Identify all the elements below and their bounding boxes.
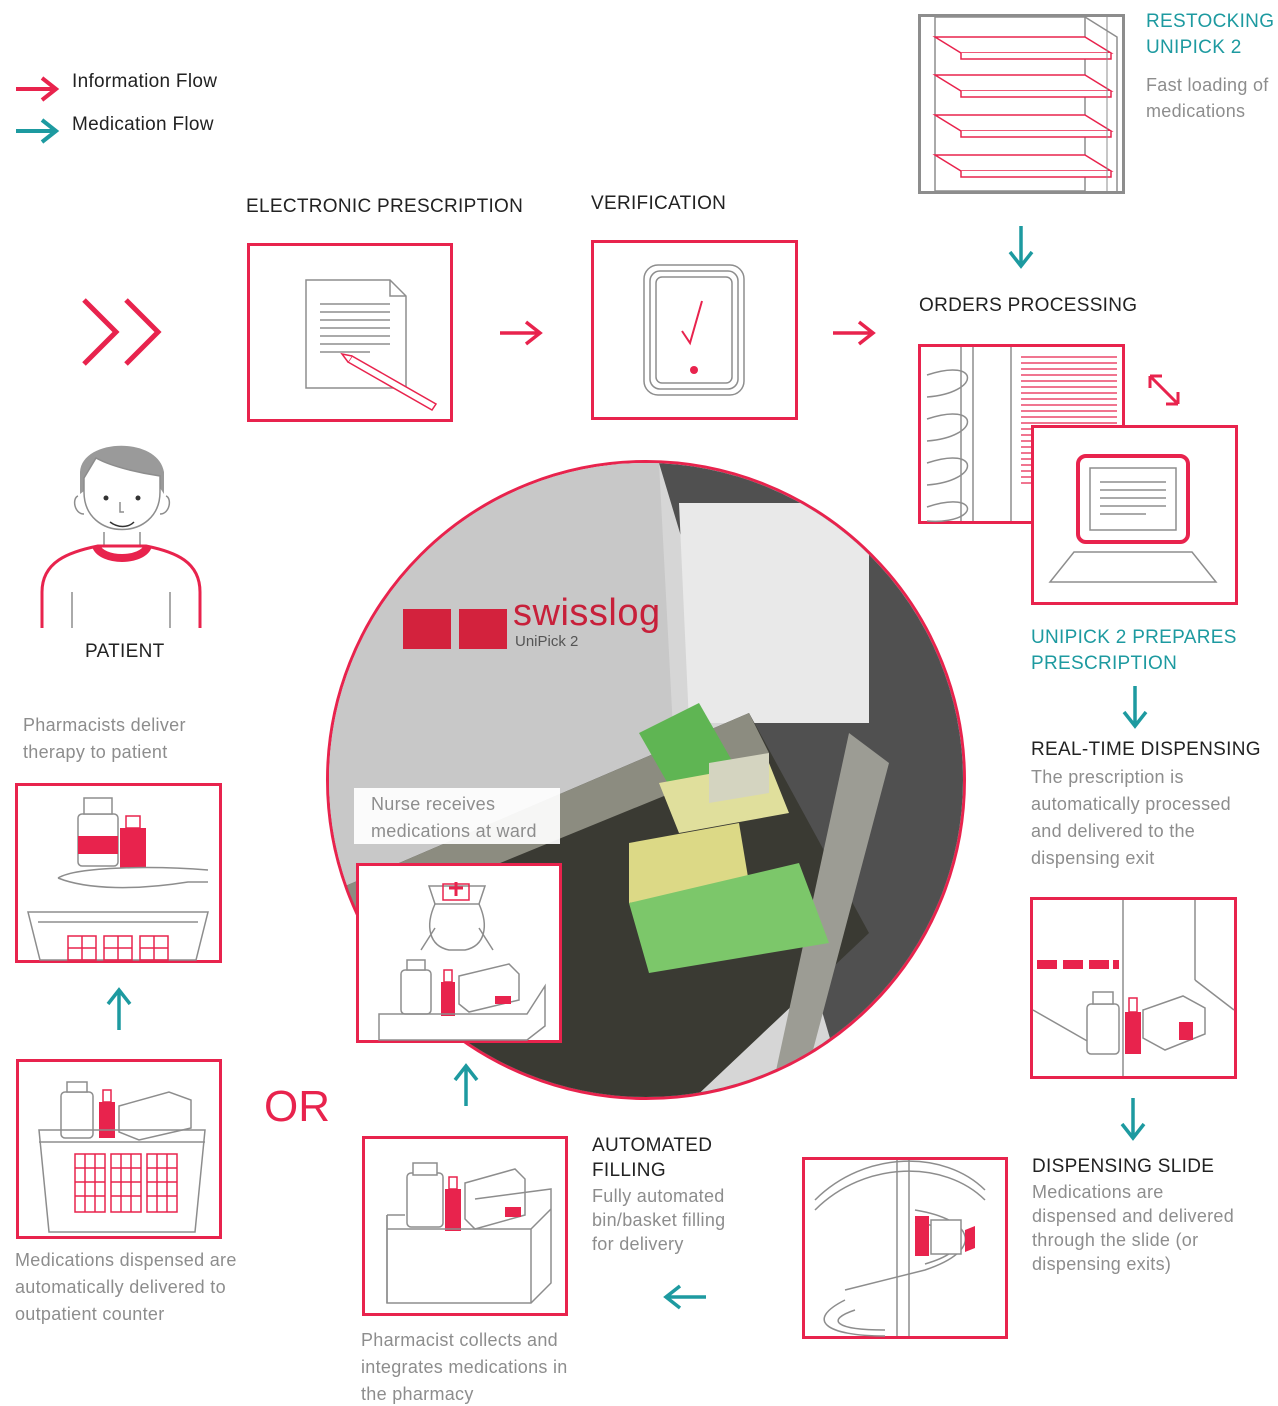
restocking-box [918,14,1125,194]
hand-with-basket-icon [27,797,209,961]
patient-title: PATIENT [85,641,165,662]
pharmacist-collects-desc-line3: the pharmacy [361,1384,474,1404]
outpatient-counter-box [16,1059,222,1239]
patient-avatar-icon [40,445,202,628]
double-chevron-icon [82,298,162,366]
unipick-product-text: UniPick 2 [515,633,579,650]
information-flow-arrow-icon [16,76,60,102]
spiral-slide-icon [814,1160,986,1337]
pharmacist-collects-desc-line1: Pharmacist collects and [361,1330,558,1350]
basket-with-medications-icon [38,1081,206,1233]
dispensing-exit-icon [1032,900,1235,1076]
automated-filling-title-line1: AUTOMATED [592,1135,713,1156]
automated-filling-title-line2: FILLING [592,1160,666,1181]
automated-filling-desc-line3: for delivery [592,1234,684,1254]
or-label: OR [264,1082,330,1131]
nurse-receives-box [356,863,562,1043]
pharmacists-deliver-desc-line2: therapy to patient [23,742,168,762]
dispensing-slide-desc-line4: dispensing exits) [1032,1254,1172,1274]
bidirectional-arrow-icon [1148,374,1180,406]
electronic-prescription-title: ELECTRONIC PRESCRIPTION [246,196,524,217]
nurse-receives-desc-line2: medications at ward [371,821,537,841]
nurse-receives-caption-panel [354,788,560,844]
unipick-prepares-title-line1: UNIPICK 2 PREPARES [1031,627,1237,648]
legend-information-flow: Information Flow [72,71,218,92]
restocking-title-line2: UNIPICK 2 [1146,37,1242,58]
photo-illustration [329,463,963,1097]
computer-icon [1048,454,1218,583]
medication-arrow-down-icon [1122,686,1148,729]
medication-arrow-down-icon [1008,226,1034,269]
restocking-desc-line1: Fast loading of [1146,75,1269,95]
electronic-prescription-box [247,243,453,422]
dispensing-slide-desc-line2: dispensed and delivered [1032,1206,1235,1226]
pharmacists-deliver-desc-line1: Pharmacists deliver [23,715,186,735]
medication-arrow-up-icon [106,987,132,1030]
nurse-receives-desc-line1: Nurse receives [371,794,496,814]
medication-flow-arrow-icon [16,118,60,144]
dispensing-slide-desc-line1: Medications are [1032,1182,1164,1202]
medication-arrow-down-icon [1120,1098,1146,1141]
medication-arrow-up-icon [453,1063,479,1106]
real-time-dispensing-title: REAL-TIME DISPENSING [1031,739,1261,760]
outpatient-desc-line3: outpatient counter [15,1304,165,1324]
legend-medication-flow: Medication Flow [72,114,214,135]
dispensing-slide-desc-line3: through the slide (or [1032,1230,1199,1250]
outpatient-desc-line2: automatically delivered to [15,1277,226,1297]
unipick-prepares-title-line2: PRESCRIPTION [1031,653,1178,674]
orders-processing-title: ORDERS PROCESSING [919,295,1138,316]
outpatient-desc-line1: Medications dispensed are [15,1250,237,1270]
document-with-pen-icon [305,279,438,411]
shelves-icon [932,16,1118,192]
real-time-dispensing-desc-line4: dispensing exit [1031,848,1155,868]
information-arrow-right-icon [500,320,543,346]
unipick-photo: swisslog UniPick 2 [326,460,966,1100]
dispensing-slide-box [802,1157,1008,1339]
pharmacists-deliver-box [15,783,222,963]
verification-title: VERIFICATION [591,193,727,214]
dispensing-slide-title: DISPENSING SLIDE [1032,1156,1215,1177]
real-time-dispensing-desc-line3: and delivered to the [1031,821,1196,841]
swisslog-logo-text: swisslog [513,592,661,634]
automated-filling-desc-line2: bin/basket filling [592,1210,726,1230]
bin-contents [406,1162,526,1231]
verification-box [591,240,798,420]
restocking-desc-line2: medications [1146,101,1246,121]
dispensing-exit-box [1030,897,1237,1079]
restocking-title-line1: RESTOCKING [1146,11,1275,32]
tablet-check-icon [643,264,745,396]
information-arrow-right-icon [833,320,876,346]
nurse-bin-contents [400,959,520,1016]
orders-processing-computer-box [1031,425,1238,605]
real-time-dispensing-desc-line1: The prescription is [1031,767,1184,787]
filled-bin-icon [386,1162,552,1304]
medication-arrow-left-icon [663,1284,706,1310]
automated-filling-desc-line1: Fully automated [592,1186,725,1206]
automated-filling-box [362,1136,568,1316]
nurse-with-bin-icon [378,882,546,1041]
real-time-dispensing-desc-line2: automatically processed [1031,794,1231,814]
pharmacist-collects-desc-line2: integrates medications in [361,1357,568,1377]
